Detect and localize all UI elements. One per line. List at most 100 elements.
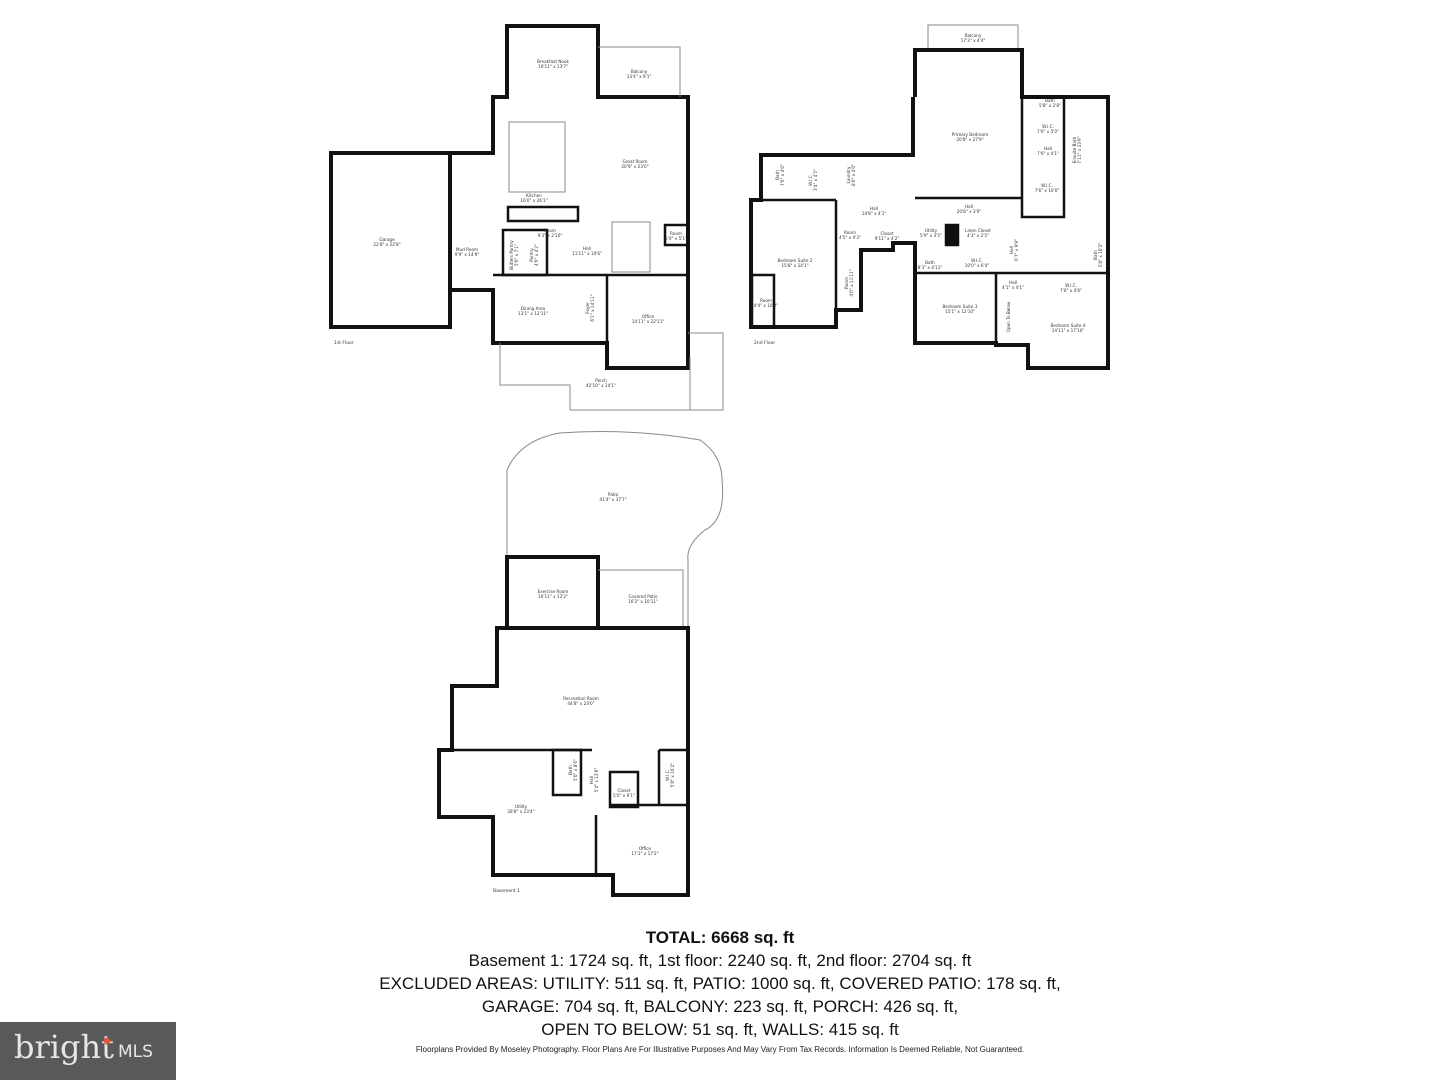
room-dimensions: 41'4" x 37'7" xyxy=(599,497,626,502)
logo-suffix: MLS xyxy=(118,1042,153,1062)
room-name: Mud Room xyxy=(456,247,478,252)
room-dimensions: 5'0" x 8'6" xyxy=(573,759,578,781)
room-dimensions: 5'0" x 6'1" xyxy=(613,793,635,798)
room-dimensions: 9'11" x 4'2" xyxy=(875,236,900,241)
room-name: Recreation Room xyxy=(563,696,599,701)
room-label: Open To Below xyxy=(1006,301,1011,332)
room-dimensions: 20'8" x 3'0" xyxy=(957,209,982,214)
room-name: Closet xyxy=(880,231,893,236)
room-dimensions: 16'11" x 13'2" xyxy=(538,594,568,599)
room-label: W.I.C.7'6" x 10'0" xyxy=(1035,183,1060,193)
room-name: Ensuite Bath xyxy=(1072,136,1077,163)
room-dimensions: 22'8" x 22'8" xyxy=(373,242,400,247)
room-name: Bedroom Suite 2 xyxy=(778,258,813,263)
room-name: W.I.C. xyxy=(971,258,983,263)
room-dimensions: 13'1" x 12'11" xyxy=(518,311,548,316)
room-label: W.I.C.10'0" x 6'4" xyxy=(965,258,990,268)
room-dimensions: 11'11" x 10'6" xyxy=(572,251,602,256)
room-label: Laundry8'0" x 4'0" xyxy=(846,164,856,186)
room-dimensions: 4'3" x 2'5" xyxy=(967,233,989,238)
room-name: Bath xyxy=(1093,250,1098,260)
excluded-areas-3: OPEN TO BELOW: 51 sq. ft, WALLS: 415 sq.… xyxy=(541,1020,899,1039)
room-name: W.I.C. xyxy=(665,769,670,781)
room-name: Hall xyxy=(1044,146,1052,151)
room-name: Porch xyxy=(595,378,607,383)
room-dimensions: 42'10" x 14'1" xyxy=(586,383,616,388)
room-name: Room xyxy=(844,277,849,289)
excluded-areas-1: EXCLUDED AREAS: UTILITY: 511 sq. ft, PAT… xyxy=(379,974,1061,993)
room-name: Hall xyxy=(1009,280,1017,285)
room-dimensions: 4'0" x 11'11" xyxy=(849,269,854,296)
room-label: W.I.C.7'6" x 5'0" xyxy=(1037,124,1059,134)
room-name: Laundry xyxy=(846,166,851,184)
room-name: Bath xyxy=(925,260,935,265)
room-name: Great Room xyxy=(623,159,648,164)
room-label: Pantry4'6" x 4'2" xyxy=(529,244,539,266)
room-dimensions: 6'1" x 14'11" xyxy=(590,294,595,321)
room-dimensions: 7'6" x 4'0" xyxy=(780,164,785,186)
floor-label: 2nd Floor xyxy=(754,340,775,346)
room-label: Bath5'0" x 10'2" xyxy=(1093,243,1103,268)
total-area: TOTAL: 6668 sq. ft xyxy=(645,928,795,947)
room-dimensions: 44'8" x 23'0" xyxy=(567,701,594,706)
room-name: Office xyxy=(642,314,655,319)
room-name: Hall xyxy=(965,204,973,209)
room-dimensions: 14'11" x 17'10" xyxy=(1052,328,1085,333)
second-floor-walls xyxy=(749,24,1110,370)
excluded-areas-2: GARAGE: 704 sq. ft, BALCONY: 223 sq. ft,… xyxy=(481,997,959,1016)
room-dimensions: 9'9" x 14'9" xyxy=(455,252,480,257)
room-dimensions: 20'8" x 27'9" xyxy=(956,137,983,142)
room-dimensions: 7'6" x 5'0" xyxy=(1037,129,1059,134)
room-dimensions: 15'1" x 12'10" xyxy=(945,309,975,314)
room-label: Bath5'0" x 8'6" xyxy=(568,759,578,781)
basement-walls xyxy=(437,431,724,897)
room-dimensions: 14'8" x 4'1" xyxy=(862,211,887,216)
disclaimer: Floorplans Provided By Moseley Photograp… xyxy=(415,1045,1025,1054)
room-label: Foyer6'1" x 14'11" xyxy=(585,294,595,321)
room-name: Room xyxy=(760,298,772,303)
room-name: Covered Patio xyxy=(628,594,657,599)
room-name: Hall xyxy=(589,776,594,784)
room-dimensions: 13'4" x 9'1" xyxy=(627,74,652,79)
first-floor-walls xyxy=(329,24,724,411)
room-dimensions: 4'6" x 4'2" xyxy=(534,244,539,266)
room-name: Closet xyxy=(617,788,630,793)
room-name: Balcony xyxy=(965,33,982,38)
room-dimensions: 17'1" x 17'2" xyxy=(631,851,658,856)
floor-label: Basement 1 xyxy=(493,888,520,894)
room-dimensions: 9'3" x 2'10" xyxy=(538,233,563,238)
room-dimensions: 8'0" x 4'0" xyxy=(851,164,856,186)
room-name: Dining Area xyxy=(521,306,546,311)
room-dimensions: 10'0" x 6'4" xyxy=(965,263,990,268)
room-name: Utility xyxy=(515,804,528,809)
room-dimensions: 4'1" x 4'1" xyxy=(1002,285,1024,290)
room-dimensions: 7'6" x 10'0" xyxy=(1035,188,1060,193)
room-name: Exercise Room xyxy=(538,589,569,594)
room-name: Garage xyxy=(379,237,395,242)
room-label: W.I.C.3'4" x 4'5" xyxy=(808,169,818,191)
room-name: Hall xyxy=(583,246,591,251)
room-name: Butlers Pantry xyxy=(509,240,514,270)
